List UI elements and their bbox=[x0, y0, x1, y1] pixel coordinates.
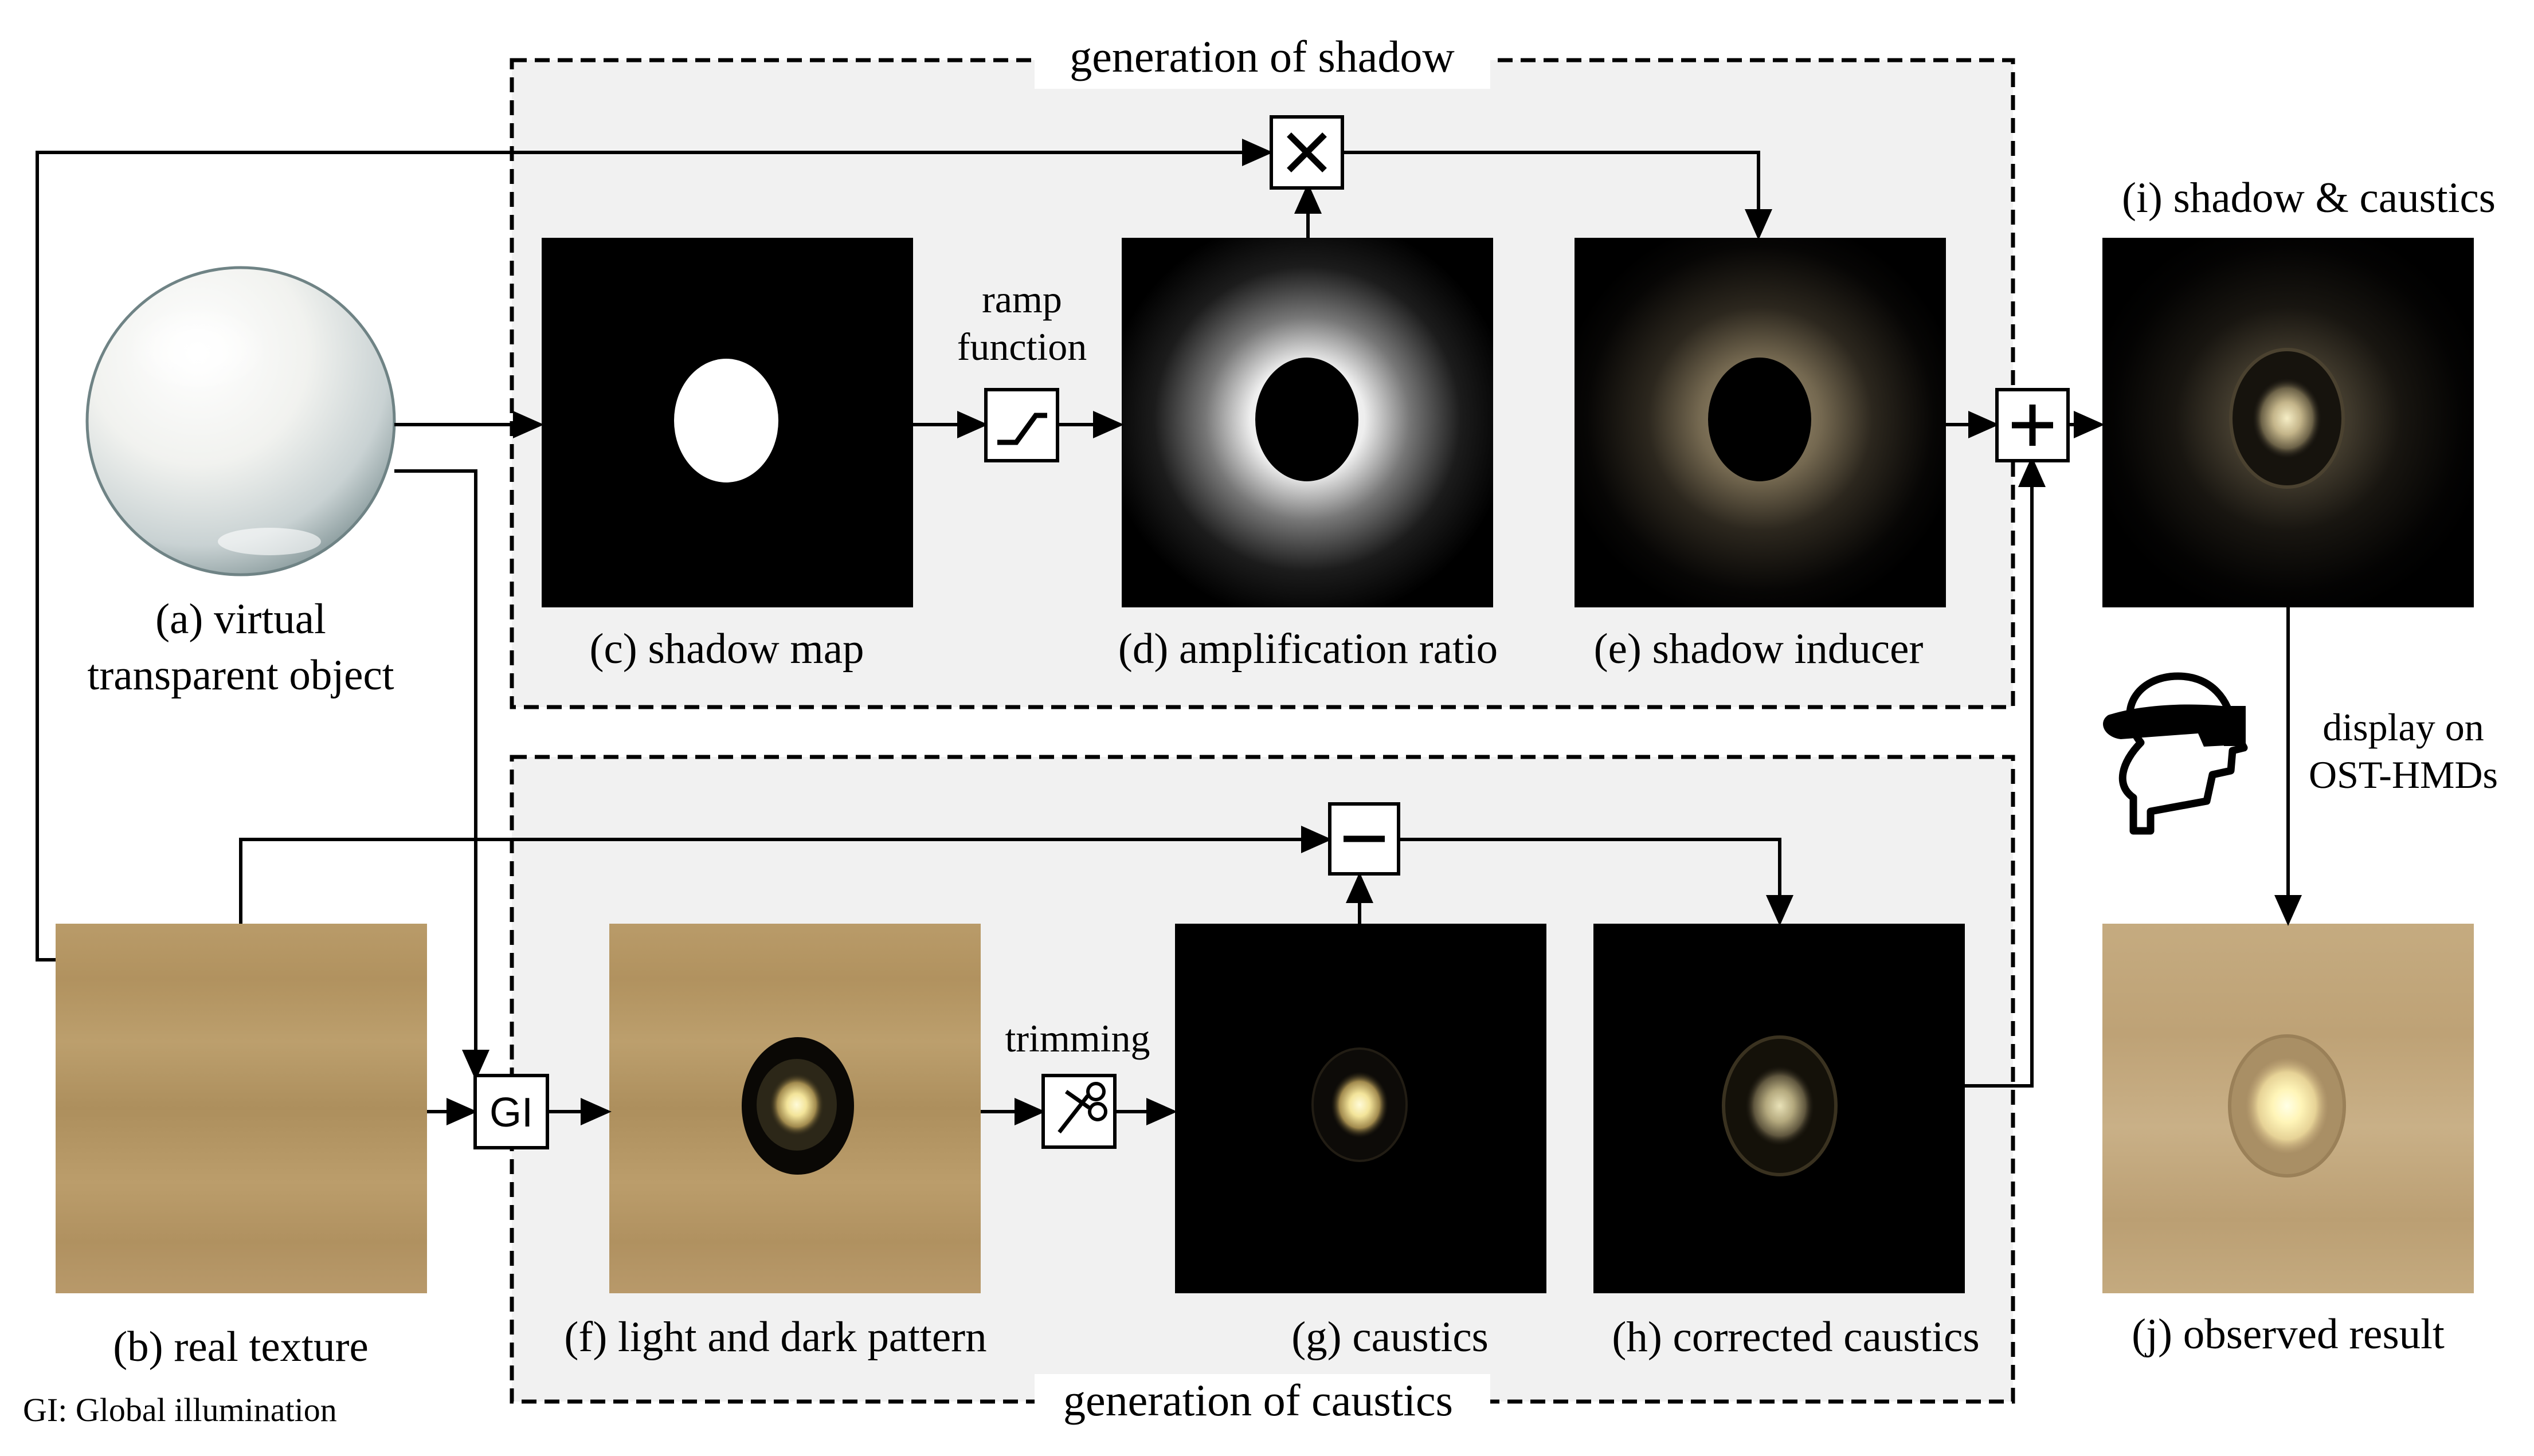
caption-h: (h) corrected caustics bbox=[1612, 1313, 1979, 1361]
trimming-label: trimming bbox=[1005, 1017, 1150, 1060]
arrow-h-to-add bbox=[1965, 456, 2046, 1088]
footnote: GI: Global illumination bbox=[23, 1391, 337, 1428]
arrow-a-to-gi bbox=[394, 469, 489, 1081]
trimming-operator bbox=[1041, 1074, 1117, 1149]
subtract-operator bbox=[1328, 802, 1400, 876]
amplification-ratio-image bbox=[1122, 238, 1493, 607]
ramp-icon bbox=[997, 413, 1047, 445]
ramp-label-line1: ramp bbox=[982, 277, 1062, 321]
ramp-function-operator bbox=[984, 388, 1059, 462]
arrow-multiply-to-e bbox=[1342, 151, 1772, 240]
caption-d: (d) amplification ratio bbox=[1118, 625, 1498, 673]
shadow-and-caustics-image bbox=[2102, 238, 2474, 607]
caption-b: (b) real texture bbox=[113, 1323, 369, 1371]
display-label-line2: OST-HMDs bbox=[2309, 753, 2498, 796]
sphere-image bbox=[85, 266, 396, 576]
caption-i: (i) shadow & caustics bbox=[2122, 174, 2496, 222]
shadow-inducer-image bbox=[1575, 238, 1946, 607]
shadow-region-title: generation of shadow bbox=[1070, 32, 1454, 81]
light-dark-pattern-image bbox=[609, 924, 981, 1293]
caption-a-line1: (a) virtual bbox=[155, 595, 326, 643]
caption-f: (f) light and dark pattern bbox=[564, 1313, 986, 1361]
scissors-icon bbox=[1058, 1082, 1107, 1134]
caption-a-line2: transparent object bbox=[87, 652, 394, 699]
arrow-b-to-subtract bbox=[239, 826, 1332, 924]
multiply-operator bbox=[1270, 115, 1344, 190]
caustics-image bbox=[1175, 924, 1546, 1293]
real-texture-image bbox=[56, 924, 427, 1293]
ramp-label-line2: function bbox=[957, 325, 1087, 368]
arrow-subtract-to-h bbox=[1399, 838, 1793, 926]
corrected-caustics-image bbox=[1593, 924, 1965, 1293]
caption-c: (c) shadow map bbox=[589, 625, 864, 673]
add-operator bbox=[1995, 388, 2070, 462]
caption-e: (e) shadow inducer bbox=[1594, 625, 1924, 673]
display-label-line1: display on bbox=[2322, 705, 2484, 749]
head-mounted-display-icon bbox=[2103, 672, 2248, 835]
arrow-b-to-multiply bbox=[36, 139, 1273, 961]
gi-operator: GI bbox=[473, 1074, 549, 1149]
gi-label: GI bbox=[489, 1090, 533, 1136]
caption-j: (j) observed result bbox=[2132, 1310, 2445, 1358]
shadow-map-image bbox=[542, 238, 913, 607]
caustics-region-title: generation of caustics bbox=[1063, 1375, 1453, 1425]
observed-result-image bbox=[2102, 924, 2474, 1293]
caption-g: (g) caustics bbox=[1291, 1313, 1489, 1361]
